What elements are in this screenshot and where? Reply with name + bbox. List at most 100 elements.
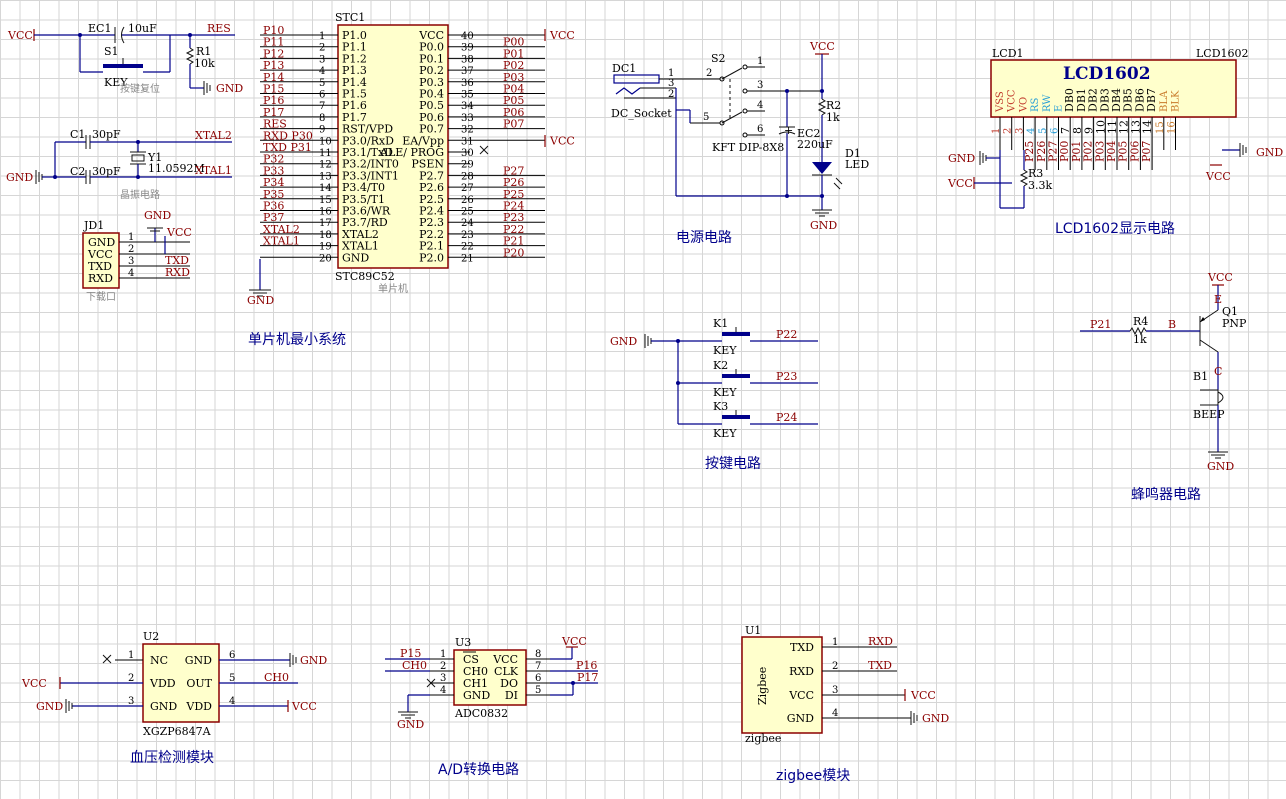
dc1-designator: DC1 — [612, 62, 636, 75]
mcu-net-32: P07 — [503, 118, 524, 131]
u2-part: XGZP6847A — [143, 725, 212, 738]
mcu-pin-name-26: P2.5 — [419, 193, 444, 206]
u1-pin-num-3: 3 — [832, 685, 838, 696]
mcu-net-35: P04 — [503, 83, 524, 96]
mcu-net-26: P25 — [503, 188, 524, 201]
reset-circuit: VCC EC1 10uF RES S1 KEY 按键复位 R1 10k GND — [7, 22, 243, 95]
key-button-2 — [722, 374, 750, 378]
q1-base: B — [1168, 318, 1176, 331]
mcu-pin-name-23: P2.2 — [419, 228, 444, 241]
mcu-pin-num-36: 36 — [461, 78, 474, 89]
mcu-pin-name-27: P2.6 — [419, 181, 444, 194]
mcu-net-16: P36 — [263, 200, 284, 213]
mcu-pin-num-11: 11 — [319, 148, 332, 159]
u3-pin-num-7: 7 — [535, 661, 541, 672]
mcu-pin-num-29: 29 — [461, 160, 474, 171]
mcu-net-18: XTAL2 — [263, 223, 300, 236]
r2-value: 1k — [826, 111, 840, 124]
lcd-net-p05: P05 — [1117, 141, 1130, 162]
lcd-net-p27: P27 — [1047, 141, 1060, 162]
mcu-pin-num-22: 22 — [461, 242, 474, 253]
mcu-pin-num-33: 33 — [461, 113, 474, 124]
svg-text:2: 2 — [706, 68, 712, 79]
lcd-pin-name-13: DB6 — [1133, 88, 1146, 112]
section-zigbee: zigbee模块 — [776, 768, 850, 784]
u3-dio-net: P17 — [577, 671, 598, 684]
mcu-pin-num-38: 38 — [461, 54, 474, 65]
jd1-txd-net: TXD — [165, 254, 189, 267]
mcu-net-4: P13 — [263, 59, 284, 72]
mcu-net-13: P33 — [263, 164, 284, 177]
svg-text:6: 6 — [757, 124, 763, 135]
mcu-pin-name-35: P0.4 — [419, 88, 444, 101]
mcu-pin-name-30: ALE/ PROG — [379, 146, 444, 159]
u2-pin-num-5: 5 — [229, 673, 235, 684]
svg-text:5: 5 — [703, 112, 709, 123]
mcu-pin-name-5: P1.4 — [342, 76, 367, 89]
lcd-net-p06: P06 — [1128, 141, 1141, 162]
y1-designator: Y1 — [147, 151, 162, 164]
u3-ch0-net: CH0 — [402, 659, 427, 672]
section-adc: A/D转换电路 — [438, 761, 519, 778]
jd1-gnd-net: GND — [144, 209, 171, 222]
mcu-net-36: P03 — [503, 71, 524, 84]
mcu-pin-name-16: P3.6/WR — [342, 205, 391, 218]
mcu-pin-name-24: P2.3 — [419, 216, 444, 229]
u1-net-2: TXD — [868, 659, 892, 672]
u1-pin-num-1: 1 — [832, 637, 838, 648]
mcu-pin-name-18: XTAL2 — [342, 228, 379, 241]
mcu-net-34: P05 — [503, 94, 524, 107]
xtal2-net: XTAL2 — [195, 129, 232, 142]
u2-pin-name-4: VDD — [185, 700, 212, 713]
svg-text:4: 4 — [128, 268, 134, 279]
reset-comment: 按键复位 — [120, 82, 160, 95]
lcd-net-p00: P00 — [1058, 141, 1071, 162]
power-vcc-net: VCC — [809, 40, 835, 53]
s2-designator: S2 — [711, 52, 726, 65]
lcd-title: LCD1602 — [1063, 64, 1151, 84]
mcu-net-2: P11 — [263, 36, 284, 49]
r4-designator: R4 — [1133, 315, 1148, 328]
reset-vcc-label: VCC — [7, 29, 33, 42]
q1-value: PNP — [1222, 317, 1247, 330]
mcu-pin-name-31: EA/Vpp — [402, 134, 444, 147]
lcd-pin-num-8: 8 — [1071, 127, 1084, 134]
mcu-pin-name-13: P3.3/INT1 — [342, 169, 399, 182]
lcd-pin-num-16: 16 — [1167, 121, 1178, 134]
mcu-pin-name-15: P3.5/T1 — [342, 193, 385, 206]
lcd-pin-name-4: RS — [1030, 97, 1041, 112]
u1-pin-name-2: RXD — [789, 665, 814, 678]
mcu-pin-name-22: P2.1 — [419, 240, 444, 253]
mcu-pin-name-17: P3.7/RD — [342, 216, 388, 229]
lcd-pin-num-13: 13 — [1129, 120, 1142, 134]
jd1-vcc-net: VCC — [166, 226, 192, 239]
key-designator-1: K1 — [713, 317, 728, 330]
mcu-pin-name-36: P0.3 — [419, 76, 444, 89]
mcu-pin-name-29: PSEN — [411, 158, 444, 171]
jd1-pin4-name: RXD — [88, 272, 113, 285]
buzzer-gnd-net: GND — [1207, 460, 1234, 473]
mcu-pin-num-6: 6 — [319, 90, 325, 101]
mcu-net-38: P01 — [503, 47, 524, 60]
lcd-pin-num-3: 3 — [1014, 128, 1025, 134]
mcu-pin-name-25: P2.4 — [419, 205, 444, 218]
d1-designator: D1 — [845, 147, 861, 160]
mcu-pin-name-7: P1.6 — [342, 99, 367, 112]
lcd-pin-name-14: DB7 — [1145, 88, 1158, 112]
c1-designator: C1 — [70, 128, 85, 141]
key-value-3: KEY — [713, 427, 737, 440]
jd1-comment: 下载口 — [86, 291, 116, 303]
mcu-net-3: P12 — [263, 47, 284, 60]
u3-pin-name-1: CS — [463, 653, 479, 666]
key-button-1 — [722, 332, 750, 336]
lcd-pin-name-9: DB2 — [1087, 88, 1100, 112]
q1-collector: C — [1214, 365, 1222, 378]
mcu-pin-num-37: 37 — [461, 66, 474, 77]
mcu-pin-num-30: 30 — [461, 148, 474, 159]
keys-gnd-net: GND — [610, 335, 637, 348]
u1-net-1: RXD — [868, 635, 893, 648]
lcd-pin-num-7: 7 — [1059, 127, 1072, 134]
mcu-pin-name-8: P1.7 — [342, 111, 367, 124]
